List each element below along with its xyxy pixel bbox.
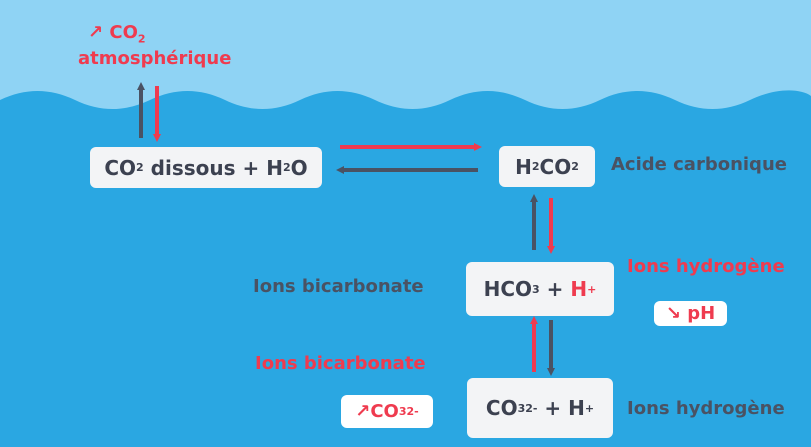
hydrogen-ions-label-bottom: Ions hydrogène (627, 398, 785, 419)
increase-arrow: ↗ (355, 401, 371, 422)
increase-arrow: ↗ (88, 22, 104, 43)
decrease-arrow: ↘ (665, 303, 681, 324)
atmospheric-co2-label: ↗ CO2 (88, 22, 146, 46)
atmospheric-label: atmosphérique (78, 48, 232, 69)
bicarbonate-label-bottom: Ions bicarbonate (255, 353, 426, 374)
ph-decrease-badge: ↘ pH (654, 301, 727, 326)
hydrogen-ions-label-right: Ions hydrogène (627, 256, 785, 277)
carbonic-acid-label: Acide carbonique (611, 154, 787, 175)
bicarbonate-label-left: Ions bicarbonate (253, 276, 424, 297)
